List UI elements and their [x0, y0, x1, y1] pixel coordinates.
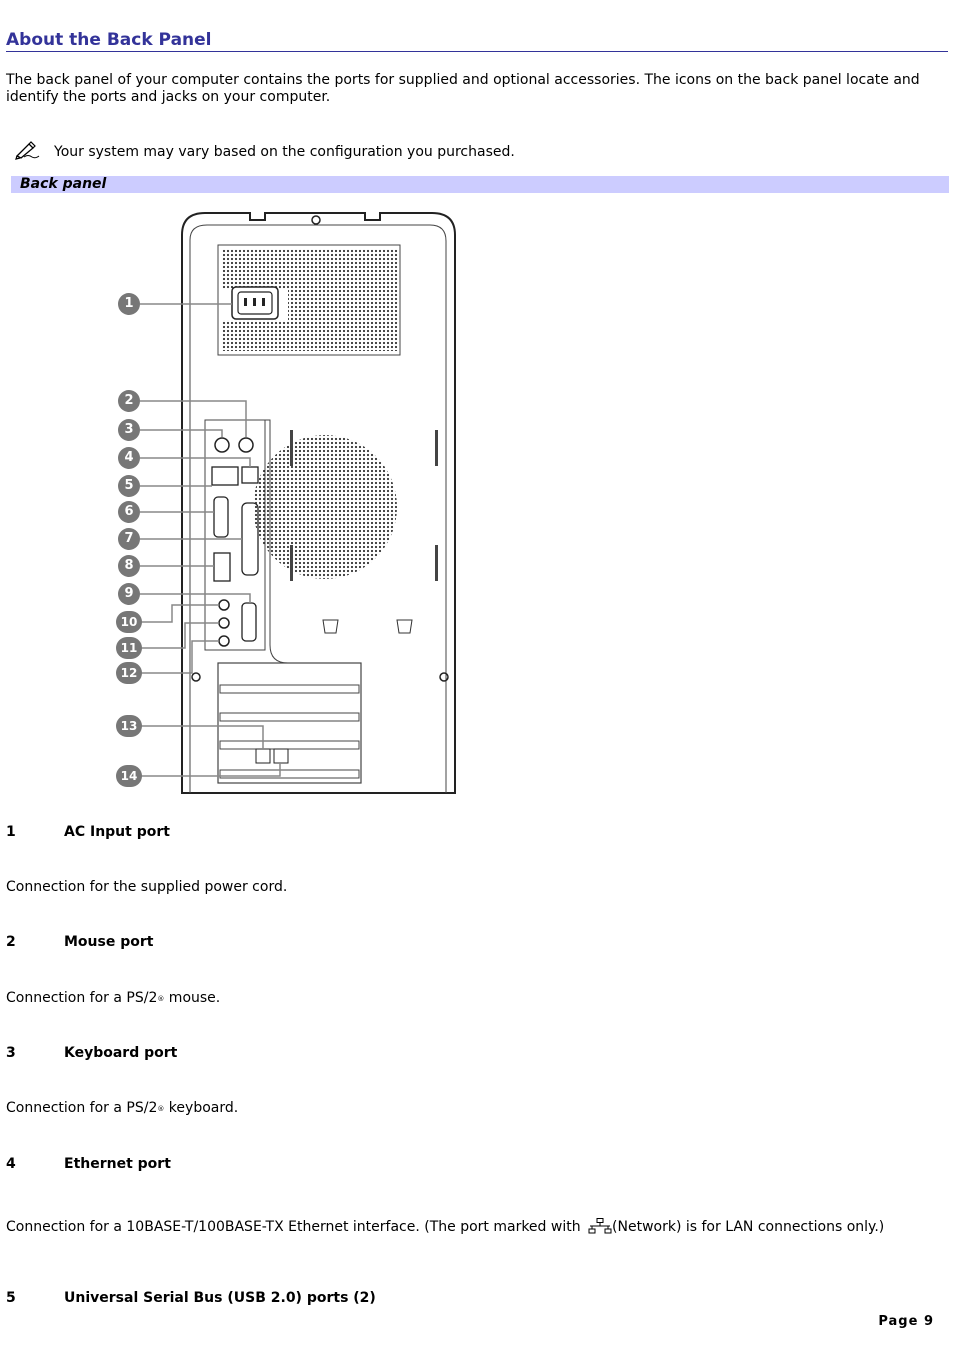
item-number: 4: [6, 1156, 16, 1172]
item-heading-usb: 5 Universal Serial Bus (USB 2.0) ports (…: [6, 1290, 376, 1306]
item-description-ethernet: Connection for a 10BASE-T/100BASE-TX Eth…: [6, 1218, 936, 1239]
note-pencil-icon: [14, 140, 40, 164]
callout-2: 2: [118, 390, 140, 412]
item-heading-mouse: 2 Mouse port: [6, 934, 153, 950]
item-label: Keyboard port: [64, 1045, 178, 1061]
item-label: Mouse port: [64, 934, 154, 950]
callout-3: 3: [118, 419, 140, 441]
page-number: Page 9: [878, 1314, 934, 1329]
note: Your system may vary based on the config…: [14, 140, 515, 164]
callout-14: 14: [116, 765, 142, 787]
item-number: 5: [6, 1290, 16, 1306]
item-label: AC Input port: [64, 824, 170, 840]
callout-12: 12: [116, 662, 142, 684]
callout-10: 10: [116, 611, 142, 633]
item-label: Ethernet port: [64, 1156, 171, 1172]
back-panel-svg: [140, 212, 456, 794]
item-number: 3: [6, 1045, 16, 1061]
item-number: 2: [6, 934, 16, 950]
item-label: Universal Serial Bus (USB 2.0) ports (2): [64, 1290, 376, 1306]
item-heading-ac-input: 1 AC Input port: [6, 824, 170, 840]
item-number: 1: [6, 824, 16, 840]
item-description-ac-input: Connection for the supplied power cord.: [6, 879, 288, 895]
callout-13: 13: [116, 715, 142, 737]
back-panel-illustration: 1 2 3 4 5 6 7 8 9 10 11 12 13 14: [110, 205, 470, 804]
intro-paragraph: The back panel of your computer contains…: [6, 72, 920, 105]
page-title: About the Back Panel: [6, 30, 948, 52]
callout-1: 1: [118, 293, 140, 315]
figure-banner: Back panel: [11, 176, 949, 193]
callout-6: 6: [118, 501, 140, 523]
callout-11: 11: [116, 637, 142, 659]
registered-mark: ®: [157, 1105, 165, 1113]
banner-label: Back panel: [20, 176, 107, 192]
callout-8: 8: [118, 555, 140, 577]
network-icon: [588, 1218, 612, 1239]
item-description-keyboard: Connection for a PS/2® keyboard.: [6, 1100, 239, 1116]
note-text: Your system may vary based on the config…: [54, 144, 515, 160]
registered-mark: ®: [157, 995, 165, 1003]
callout-9: 9: [118, 583, 140, 605]
item-heading-keyboard: 3 Keyboard port: [6, 1045, 177, 1061]
item-heading-ethernet: 4 Ethernet port: [6, 1156, 171, 1172]
callout-5: 5: [118, 475, 140, 497]
callout-4: 4: [118, 447, 140, 469]
callout-7: 7: [118, 528, 140, 550]
item-description-mouse: Connection for a PS/2® mouse.: [6, 990, 221, 1006]
